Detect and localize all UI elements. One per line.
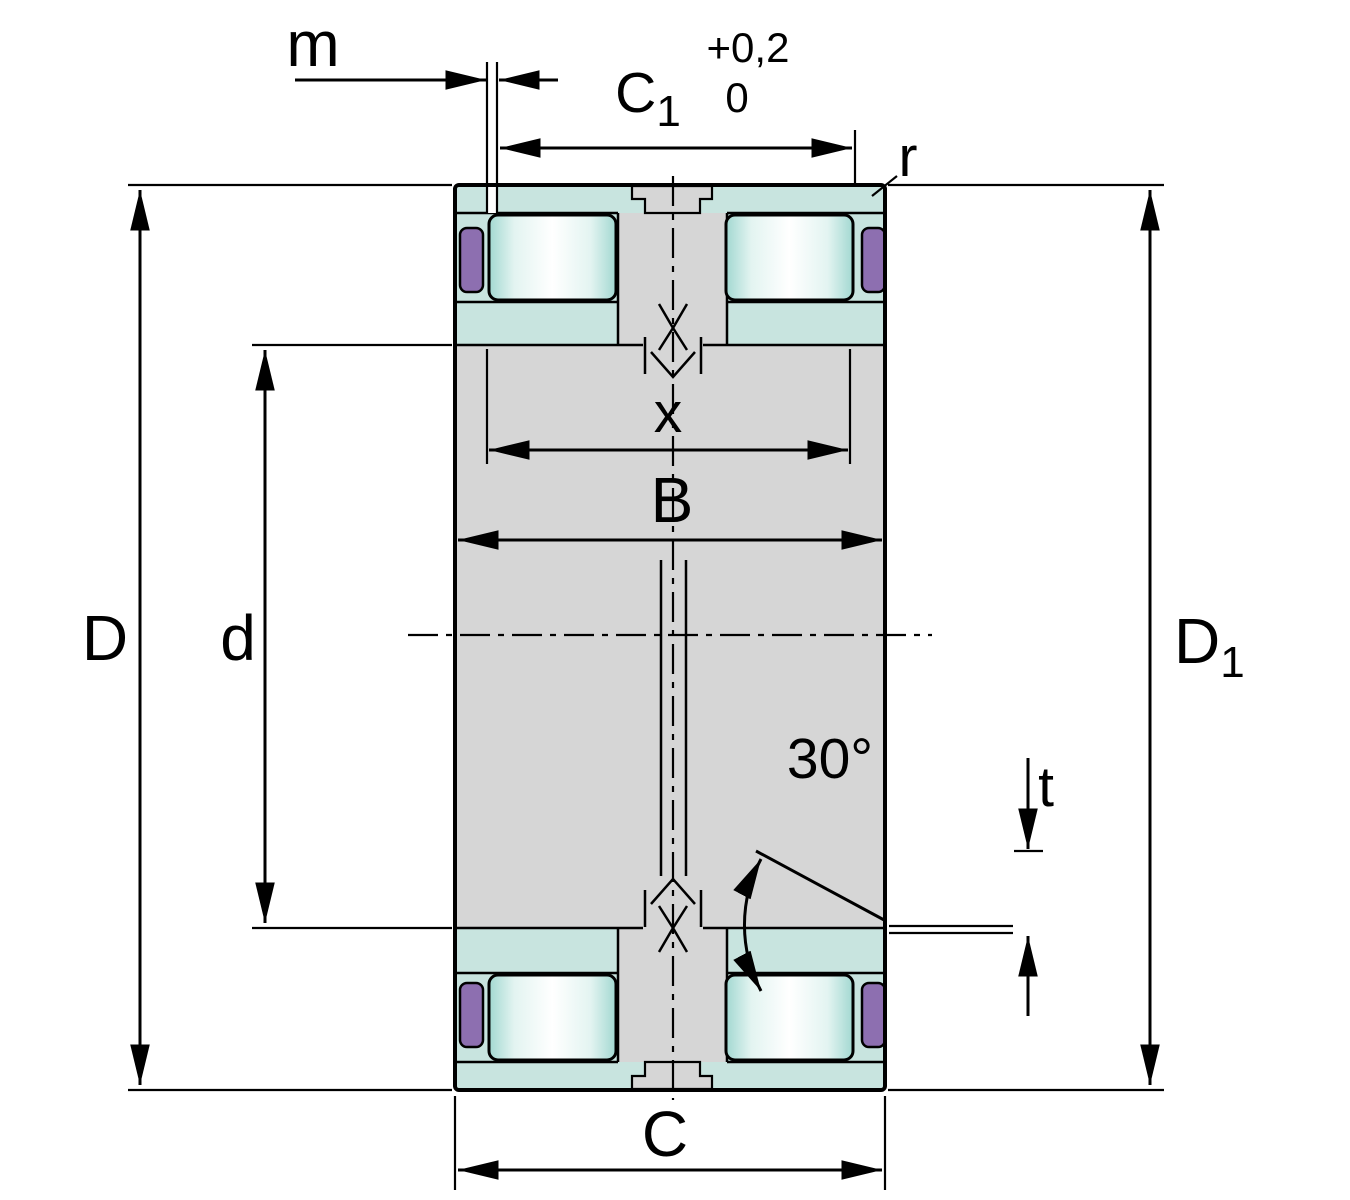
label-C1-tolerance-upper: +0,2 [707,24,790,71]
label-C: C [642,1098,688,1170]
dim-B: B [458,464,882,550]
label-t: t [1038,755,1054,819]
dim-C1: C1 +0,2 0 [500,24,857,183]
dim-m: m [286,8,558,90]
dim-C: C [453,1096,887,1190]
label-x: x [654,381,683,445]
roller-top-left [487,213,618,302]
bore-split-lines [659,560,688,876]
label-m: m [286,8,339,80]
leader-line [871,175,898,197]
angle-arc [733,858,763,992]
label-D: D [82,602,128,674]
lube-slot [487,187,497,213]
label-C1: C1 [615,61,681,136]
roller-bottom-right [724,973,855,1062]
dim-outside-diameter-D: D [82,183,452,1092]
label-D1: D1 [1174,605,1245,687]
dim-D1: D1 [888,183,1245,1092]
roller-bottom-left [487,973,618,1062]
bearing-body [408,62,932,1100]
angle-reference-line [755,849,887,923]
seal-bottom-right [860,981,887,1049]
seal-top-left [458,226,485,294]
seal-top-right [860,226,887,294]
label-C1-tolerance-lower: 0 [725,74,748,121]
dim-t: t [889,755,1054,1016]
seal-bottom-left [458,981,485,1049]
roller-top-right [724,213,855,302]
bearing-outline [453,183,887,1092]
groove-detail-top [643,303,703,379]
dim-x: x [485,349,852,464]
dim-r: r [871,125,918,197]
label-d: d [220,602,256,674]
label-B: B [651,464,694,536]
angle-annotation-30deg: 30° [733,727,887,992]
dim-bore-diameter-d: d [220,343,452,930]
label-angle: 30° [787,727,873,791]
label-r: r [899,125,918,189]
